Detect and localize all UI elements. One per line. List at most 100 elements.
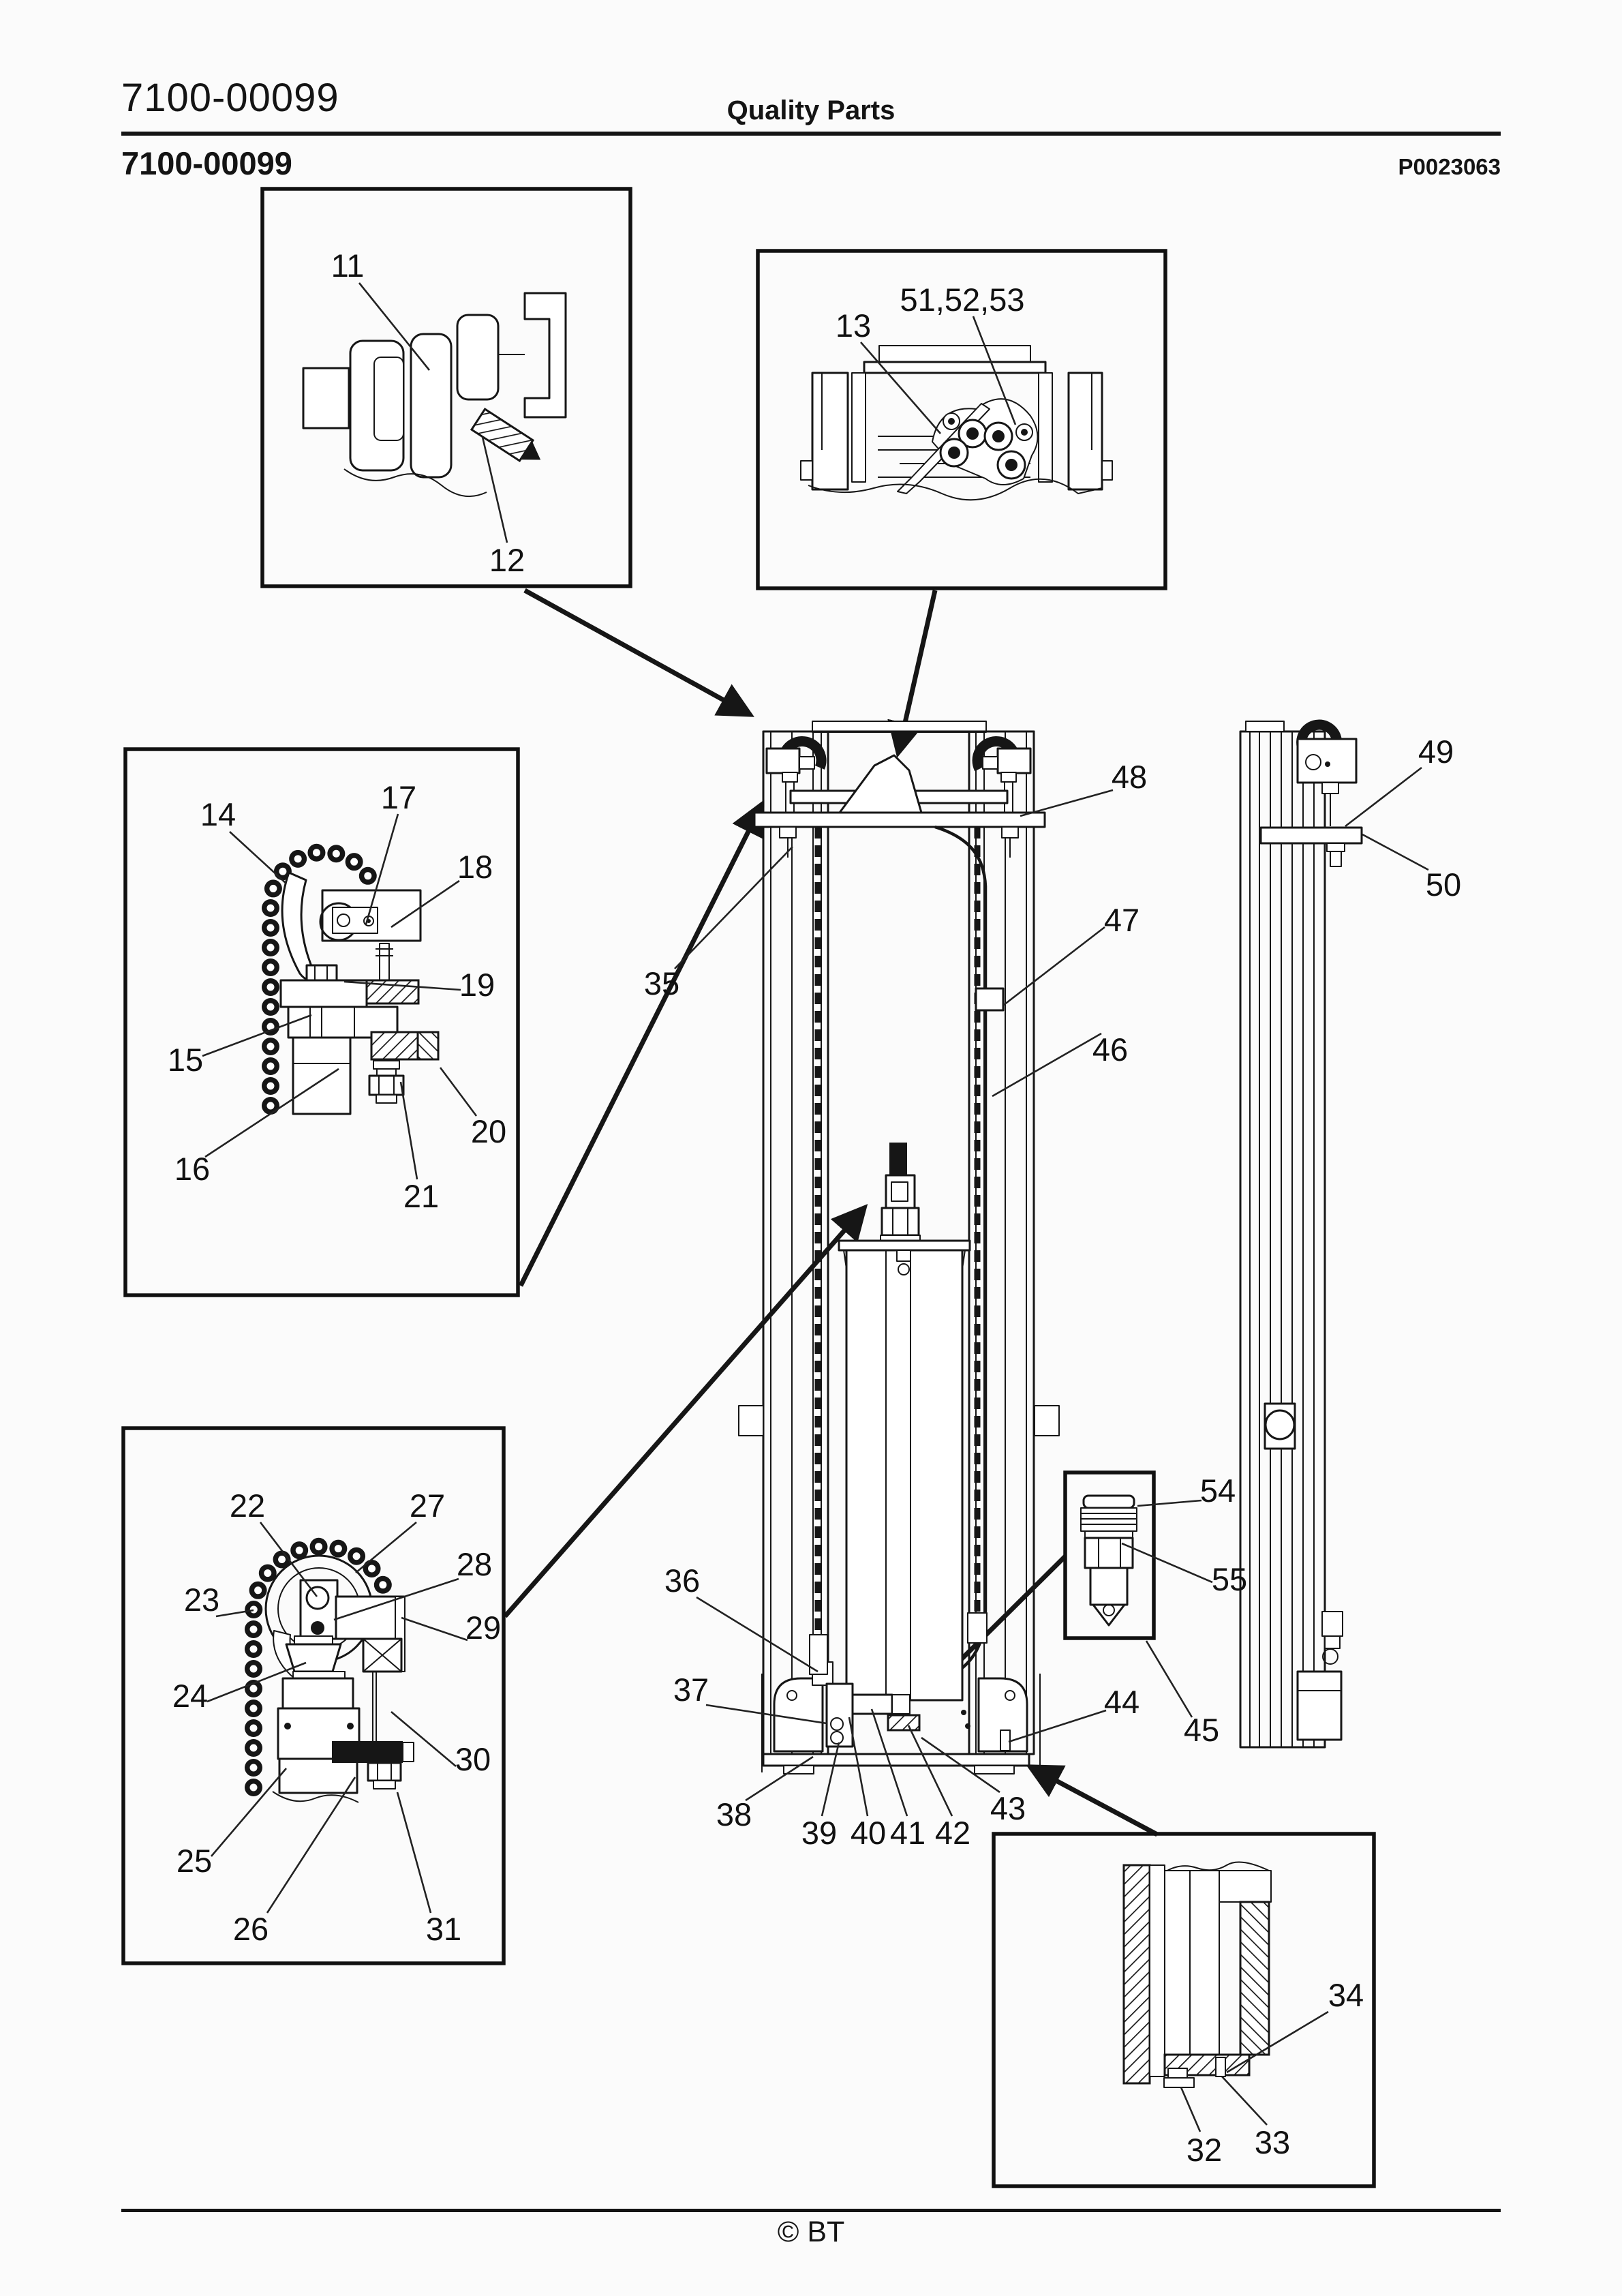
callout-21: 21 bbox=[403, 1178, 439, 1214]
callout-16: 16 bbox=[174, 1151, 210, 1187]
clevis-hole bbox=[305, 1586, 330, 1610]
chain-guide-horn bbox=[281, 871, 317, 981]
callout-15: 15 bbox=[168, 1042, 203, 1078]
side-rails bbox=[1239, 730, 1326, 1749]
bottom-hex-bolt bbox=[367, 1762, 402, 1789]
callout-47: 47 bbox=[1104, 902, 1139, 938]
footer-copyright: © BT bbox=[777, 2216, 845, 2248]
leader-33 bbox=[1221, 2076, 1268, 2126]
leader-29 bbox=[401, 1616, 468, 1642]
callout-27: 27 bbox=[410, 1487, 445, 1524]
callout-49: 49 bbox=[1418, 734, 1454, 770]
detail-box-upper-chain-wheel: 14 17 18 19 15 16 20 21 bbox=[123, 747, 520, 1297]
channel-wall-hatched bbox=[1122, 1864, 1151, 2085]
arrow-box14-to-crossbar bbox=[518, 799, 765, 1287]
callout-51-52-53: 51,52,53 bbox=[900, 282, 1025, 318]
bracket-hole bbox=[1305, 754, 1321, 770]
clamp-collar-black bbox=[332, 1741, 403, 1763]
connector-arrows bbox=[503, 588, 1159, 1837]
leader-42 bbox=[907, 1725, 953, 1817]
callout-20: 20 bbox=[471, 1113, 506, 1149]
callout-33: 33 bbox=[1255, 2124, 1290, 2160]
callout-19: 19 bbox=[459, 967, 495, 1003]
header-title: Quality Parts bbox=[726, 95, 896, 125]
callout-22: 22 bbox=[230, 1487, 265, 1524]
callout-30: 30 bbox=[455, 1741, 491, 1777]
arrow-box32-to-mast-base bbox=[1026, 1764, 1159, 1837]
callout-38: 38 bbox=[716, 1796, 752, 1832]
callout-50: 50 bbox=[1426, 866, 1461, 903]
detail-box-valve: 54 55 bbox=[1063, 1470, 1247, 1640]
callout-13: 13 bbox=[836, 307, 871, 344]
valve-lower-body bbox=[1089, 1567, 1129, 1606]
break-line bbox=[343, 468, 487, 497]
collar-end bbox=[402, 1742, 414, 1762]
leader-13 bbox=[860, 342, 941, 434]
detail-box-mast-foot: 32 33 34 bbox=[992, 1832, 1376, 2188]
side-bolt bbox=[1330, 851, 1342, 867]
callout-44: 44 bbox=[1104, 1684, 1139, 1720]
footer-rule bbox=[121, 2209, 1501, 2212]
callout-39: 39 bbox=[801, 1815, 837, 1851]
detail-box-border bbox=[121, 1426, 506, 1965]
detail-box-lower-chain-wheel: 22 27 23 28 29 24 30 25 26 31 bbox=[121, 1426, 506, 1965]
callout-45: 45 bbox=[1184, 1712, 1219, 1748]
leader-48 bbox=[1020, 789, 1114, 817]
leader-50 bbox=[1362, 833, 1429, 871]
hose-clamp bbox=[975, 987, 1005, 1012]
side-bolt-washer bbox=[1326, 843, 1345, 852]
detail-box-chain-anchor: 13 51,52,53 bbox=[756, 249, 1167, 590]
left-rail bbox=[762, 730, 829, 1755]
leader-54 bbox=[1137, 1499, 1202, 1507]
left-side-lug bbox=[738, 1405, 764, 1436]
leader-36 bbox=[696, 1596, 818, 1673]
leader-46 bbox=[992, 1032, 1102, 1098]
foot-bolt bbox=[1163, 2068, 1195, 2088]
break-line-top bbox=[1164, 1861, 1270, 1873]
header-rule bbox=[121, 132, 1501, 136]
callout-23: 23 bbox=[184, 1582, 219, 1618]
leader-38 bbox=[745, 1755, 814, 1802]
callout-37: 37 bbox=[673, 1672, 709, 1708]
figure-part-number: 7100-00099 bbox=[121, 145, 292, 181]
lock-bolt bbox=[368, 1060, 405, 1104]
leader-17 bbox=[365, 813, 399, 925]
detail-box-border bbox=[260, 187, 632, 588]
leader-39 bbox=[821, 1742, 840, 1817]
retainer-clip bbox=[305, 964, 338, 982]
lift-bracket-wedge bbox=[838, 754, 923, 814]
chain-anchor-fittings bbox=[779, 826, 1019, 858]
cylinder-top-plate bbox=[838, 1239, 971, 1252]
leader-43 bbox=[921, 1736, 1000, 1794]
leader-40 bbox=[848, 1717, 869, 1817]
leader-14 bbox=[229, 831, 287, 884]
carriage-top-step bbox=[878, 345, 1031, 363]
guide-block bbox=[1164, 1870, 1220, 2055]
chain-anchor-bolts bbox=[939, 412, 1033, 480]
anchor-lower-stack bbox=[292, 1036, 352, 1115]
mast-front-view: 35 48 47 46 36 37 38 39 40 41 42 43 44 4… bbox=[644, 721, 1219, 1851]
bracket-dot bbox=[1325, 761, 1330, 767]
leader-47 bbox=[1003, 926, 1105, 1006]
mast-side-view: 49 50 bbox=[1239, 719, 1461, 1749]
valve-plug-top bbox=[1082, 1494, 1135, 1509]
cylinder-body bbox=[277, 1671, 361, 1794]
leader-12 bbox=[481, 436, 508, 543]
mast-tie-bar bbox=[753, 811, 1046, 828]
bracket-bolt-block bbox=[362, 1637, 403, 1745]
side-anchor-plate bbox=[1259, 826, 1363, 845]
channel-gap bbox=[1149, 1864, 1165, 2077]
leader-49 bbox=[1345, 766, 1422, 828]
center-cylinder bbox=[845, 1249, 964, 1702]
pin-hole bbox=[337, 913, 350, 927]
leader-18 bbox=[391, 879, 460, 928]
callout-43: 43 bbox=[990, 1790, 1026, 1826]
hatched-block-upper bbox=[365, 979, 420, 1005]
leader-11 bbox=[358, 282, 431, 371]
callout-31: 31 bbox=[426, 1911, 461, 1947]
wall-hatched-right bbox=[1239, 1901, 1270, 2056]
chain-links-inner bbox=[249, 1543, 389, 1792]
leader-16 bbox=[204, 1068, 339, 1158]
callout-14: 14 bbox=[200, 796, 236, 832]
